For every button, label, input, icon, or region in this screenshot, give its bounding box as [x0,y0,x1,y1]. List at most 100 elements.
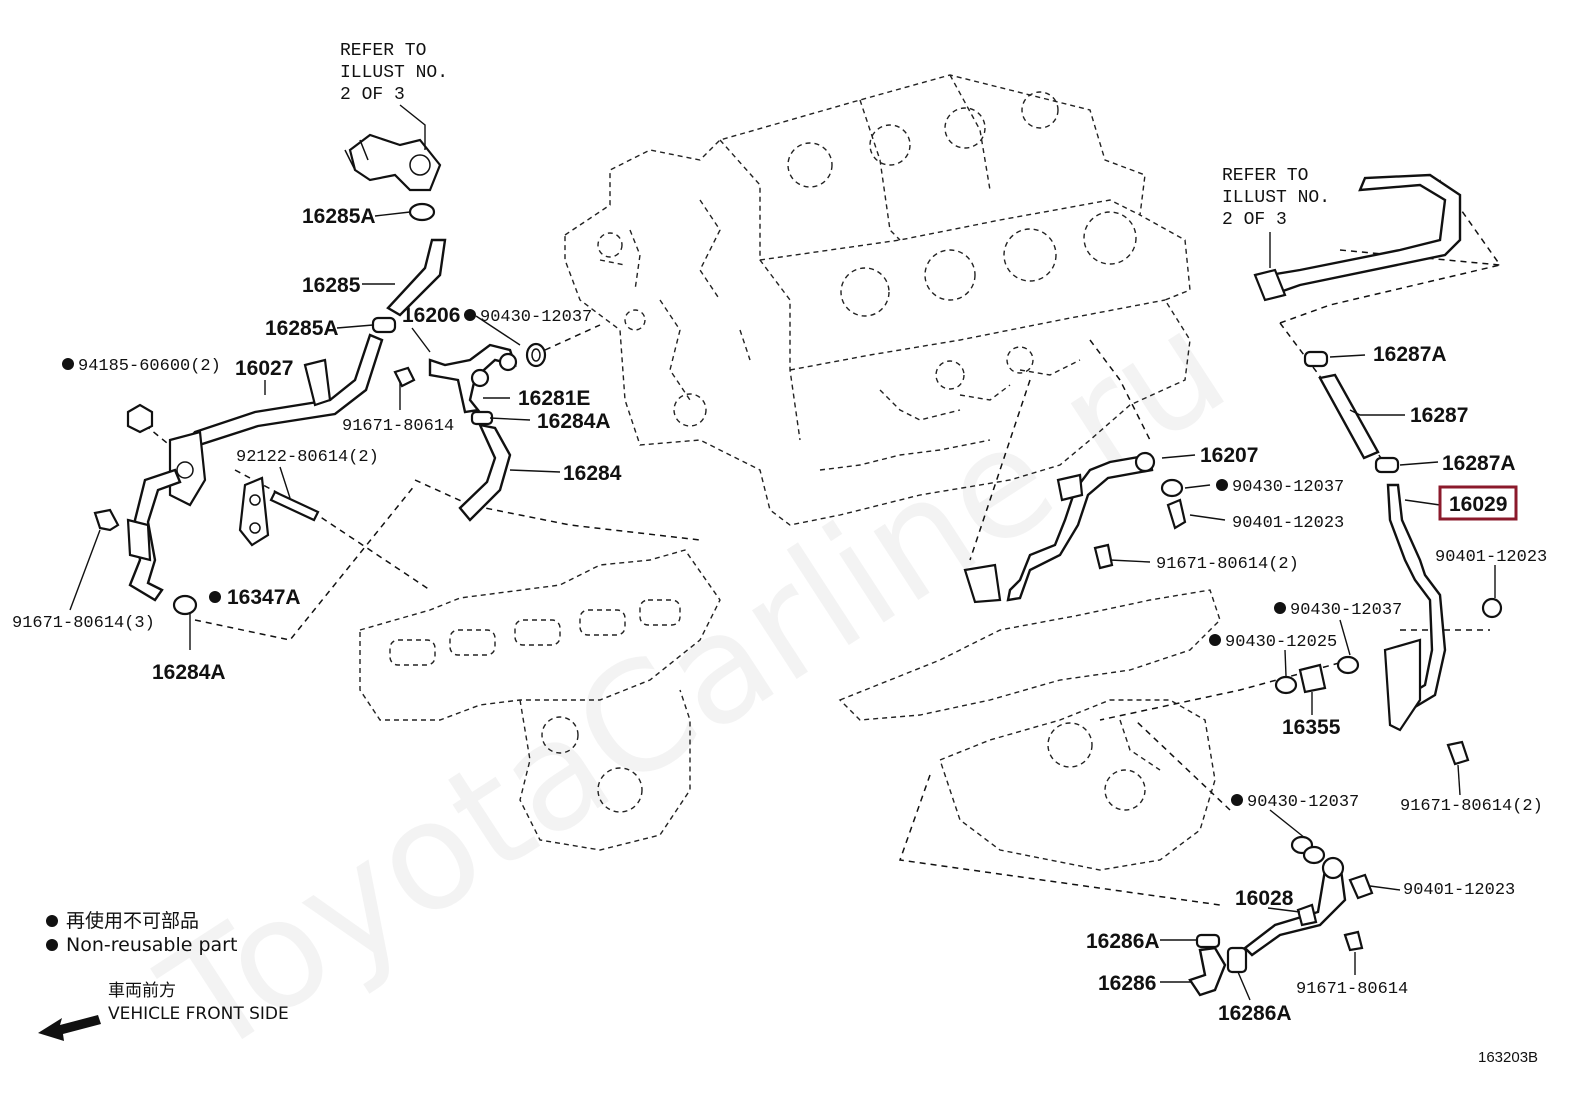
stud-92122-80614 [269,490,320,522]
hose-16287 [1318,373,1380,460]
part-label-90401-12023[interactable]: 90401-12023 [1435,548,1547,567]
right-exhaust-manifold [838,589,1221,871]
part-label-92122-80614[interactable]: 92122-80614(2) [236,448,379,467]
refer-note-right: REFER TO ILLUST NO. 2 OF 3 [1222,166,1330,230]
engine-block [564,74,1191,526]
front-label-jp: 車両前方 [108,981,176,1001]
gasket-90430-12037-c [1336,655,1360,675]
part-label-16028[interactable]: 16028 [1235,887,1294,910]
left-exhaust-manifold [359,549,721,851]
part-label-16286a[interactable]: 16286A [1086,930,1160,953]
part-label-94185-60600[interactable]: 94185-60600(2) [78,357,221,376]
watermark: ToyotaCarline.ru [134,278,1255,1090]
part-label-90430-12037[interactable]: 90430-12037 [1247,793,1359,812]
gasket-90430-12037-a [525,342,547,368]
illustration-code: 163203B [1478,1049,1538,1066]
bolt-90401-12023-a [1166,498,1187,530]
non-reusable-dot [1209,634,1221,646]
gasket-90430-12037-b [1160,478,1184,498]
part-label-90430-12037[interactable]: 90430-12037 [480,308,592,327]
water-pipe-16207 [963,451,1156,604]
part-label-91671-80614[interactable]: 91671-80614 [1296,980,1408,999]
refer-note-line: 2 OF 3 [1222,210,1287,230]
part-label-16287a[interactable]: 16287A [1373,343,1447,366]
refer-note-left: REFER TO ILLUST NO. 2 OF 3 [340,41,448,105]
part-label-16027[interactable]: 16027 [235,357,293,380]
bolt-91671-80614-b [1343,930,1364,952]
part-label-16285a[interactable]: 16285A [265,317,339,340]
bolt-91671-80614-2b [1446,740,1470,766]
part-label-16281e[interactable]: 16281E [518,387,590,410]
non-reusable-dot [62,358,74,370]
part-label-16285[interactable]: 16285 [302,274,361,297]
tube-16029 [1383,483,1447,732]
clamp-16287a-top [1303,350,1329,368]
gasket-90430-12025 [1274,675,1298,695]
legend-jp: 再使用不可部品 [66,910,199,932]
hose-16286 [1188,946,1227,997]
hose-clamp-16285a-mid [371,316,397,334]
part-label-90430-12037[interactable]: 90430-12037 [1290,601,1402,620]
refer-note-line: ILLUST NO. [1222,188,1330,208]
part-label-16284a[interactable]: 16284A [152,661,226,684]
clamp-16284a-upper [470,410,494,426]
non-reusable-dot [209,591,221,603]
non-reusable-dot [464,309,476,321]
part-label-90401-12023[interactable]: 90401-12023 [1232,514,1344,533]
clamp-16286a-lower [1226,946,1248,974]
water-outlet-top-right [1253,173,1462,302]
highlight-box [1438,485,1518,521]
legend-dot [46,915,58,927]
legend-en: Non-reusable part [66,934,237,956]
hose-clamp-16285a-top [408,202,436,222]
part-label-16207[interactable]: 16207 [1200,444,1258,467]
water-pipe-16027 [126,333,384,602]
part-label-16355[interactable]: 16355 [1282,716,1341,739]
hose-16285 [386,238,447,317]
refer-note-line: 2 OF 3 [340,85,405,105]
union-16281e [470,368,490,388]
clamp-16287a-bottom [1374,456,1400,474]
bolt-90401-12023-b [1481,597,1503,619]
non-reusable-dot [1274,602,1286,614]
part-label-90401-12023[interactable]: 90401-12023 [1403,881,1515,900]
refer-note-line: ILLUST NO. [340,63,448,83]
part-label-16287a[interactable]: 16287A [1442,452,1516,475]
clamp-16284a-bottom [172,594,198,616]
front-arrow-icon [38,1015,101,1041]
legend-dot [46,939,58,951]
bolt-90401-12023-c [1348,873,1374,900]
clamp-16286a-upper [1195,933,1221,949]
refer-note-line: REFER TO [1222,166,1308,186]
part-label-16284a[interactable]: 16284A [537,410,611,433]
bolt-91671-80614-a [393,366,416,388]
bolt-91671-80614-left [93,508,120,532]
bolt-91671-80614-2a [1093,543,1114,570]
part-label-16347a[interactable]: 16347A [227,586,301,609]
hose-16284 [458,423,512,522]
part-label-91671-80614-2[interactable]: 91671-80614(2) [1156,555,1299,574]
part-label-16285a[interactable]: 16285A [302,205,376,228]
part-label-16286[interactable]: 16286 [1098,972,1156,995]
union-16355 [1298,663,1327,694]
non-reusable-dot [1216,479,1228,491]
part-label-16286a[interactable]: 16286A [1218,1002,1292,1025]
leader-lines [69,104,1496,1001]
part-label-16029[interactable]: 16029 [1449,493,1507,516]
gasket-90430-12037-d [1290,835,1326,865]
part-label-16284[interactable]: 16284 [563,462,622,485]
part-label-90430-12025[interactable]: 90430-12025 [1225,633,1337,652]
gasket-16347a [238,476,270,547]
part-label-16287[interactable]: 16287 [1410,404,1468,427]
part-labels: 16285A 16285 16285A 16206 90430-12037 94… [12,205,1547,1025]
non-reusable-dot [1231,794,1243,806]
part-label-16206[interactable]: 16206 [402,304,460,327]
part-label-91671-80614-2[interactable]: 91671-80614(2) [1400,797,1543,816]
refer-note-line: REFER TO [340,41,426,61]
part-label-90430-12037[interactable]: 90430-12037 [1232,478,1344,497]
part-label-91671-80614-3[interactable]: 91671-80614(3) [12,614,155,633]
part-label-91671-80614[interactable]: 91671-80614 [342,417,454,436]
water-outlet-top-left [344,133,442,192]
front-label-en: VEHICLE FRONT SIDE [108,1004,289,1024]
